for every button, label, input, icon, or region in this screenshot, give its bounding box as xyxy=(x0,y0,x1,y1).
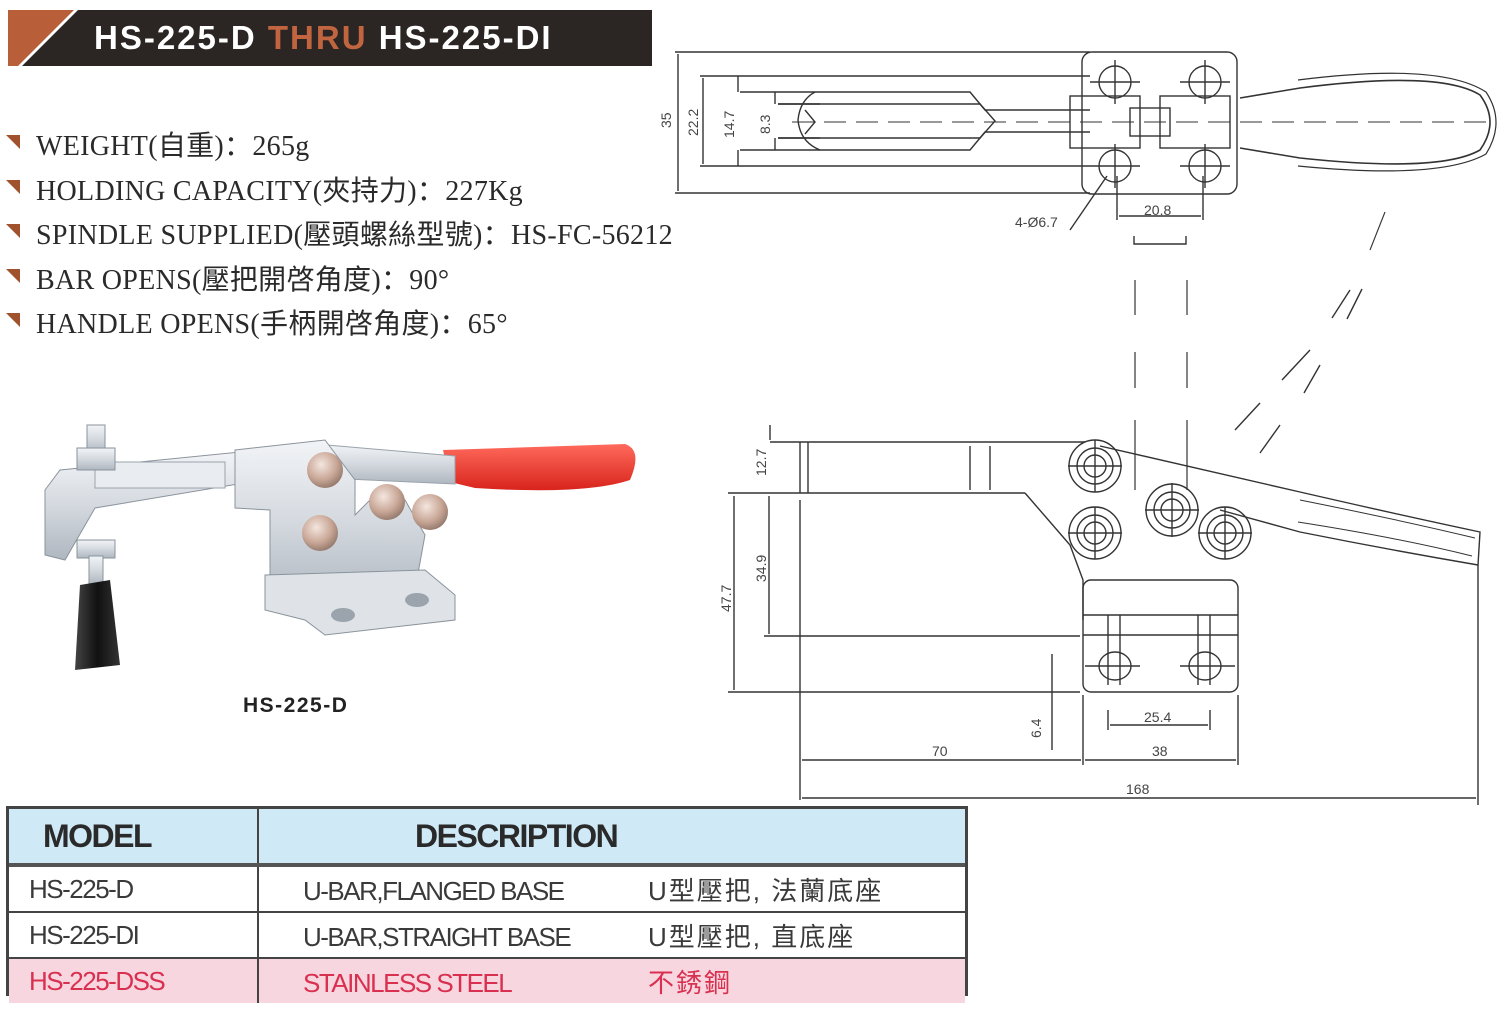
spec-label: HANDLE OPENS(手柄開啓角度)：65° xyxy=(36,309,508,341)
dim-base-thickness: 6.4 xyxy=(1028,718,1044,738)
description-zh: 不銹鋼 xyxy=(648,967,733,998)
dim-overall-height: 35 xyxy=(658,112,674,128)
spec-label: BAR OPENS(壓把開啓角度)：90° xyxy=(36,264,450,296)
triangle-bullet-icon xyxy=(6,268,20,283)
cell-description: U-BAR,FLANGED BASE U型壓把, 法蘭底座 xyxy=(258,865,965,913)
triangle-bullet-icon xyxy=(6,224,20,239)
dim-hole-pitch: 25.4 xyxy=(1144,709,1171,725)
description-en: STAINLESS STEEL xyxy=(303,967,513,998)
title-model-end: HS-225-DI xyxy=(367,19,553,56)
table-row-highlighted: HS-225-DSS STAINLESS STEEL 不銹鋼 xyxy=(9,958,965,1003)
spec-item-bar-opens: BAR OPENS(壓把開啓角度)：90° xyxy=(6,256,673,301)
spec-list: WEIGHT(自重)：265g HOLDING CAPACITY(夾持力)：22… xyxy=(6,122,673,345)
spec-item-handle-opens: HANDLE OPENS(手柄開啓角度)：65° xyxy=(6,300,673,345)
dim-bar-width: 22.2 xyxy=(685,109,701,136)
table-row: HS-225-DI U-BAR,STRAIGHT BASE U型壓把, 直底座 xyxy=(9,912,965,959)
spec-item-spindle: SPINDLE SUPPLIED(壓頭螺絲型號)：HS-FC-56212 xyxy=(6,211,673,256)
cell-model: HS-225-DI xyxy=(9,912,259,959)
triangle-bullet-icon xyxy=(6,313,20,328)
table-row: HS-225-D U-BAR,FLANGED BASE U型壓把, 法蘭底座 xyxy=(9,865,965,913)
title-thru: THRU xyxy=(267,19,368,56)
spec-label: HOLDING CAPACITY(夾持力)：227Kg xyxy=(36,175,523,207)
description-zh: U型壓把, 法蘭底座 xyxy=(648,875,884,906)
dim-hole-spacing: 20.8 xyxy=(1144,202,1171,218)
dim-holes: 4-Ø6.7 xyxy=(1015,214,1058,230)
dim-bar-height: 34.9 xyxy=(753,555,769,582)
dim-slot-outer: 14.7 xyxy=(721,111,737,138)
header-description: DESCRIPTION xyxy=(258,809,965,867)
dim-overall-height-side: 47.7 xyxy=(718,585,734,612)
spindle-rubber-tip xyxy=(75,580,120,670)
description-en: U-BAR,FLANGED BASE xyxy=(303,875,565,906)
title-banner: HS-225-D THRU HS-225-DI xyxy=(8,10,652,66)
spec-label: SPINDLE SUPPLIED(壓頭螺絲型號)：HS-FC-56212 xyxy=(36,220,673,252)
product-photo xyxy=(44,424,636,670)
title-model-start: HS-225-D xyxy=(94,19,268,56)
side-view-drawing: 12.7 34.9 47.7 6.4 25.4 70 38 168 xyxy=(718,420,1481,805)
page-title: HS-225-D THRU HS-225-DI xyxy=(94,18,553,58)
dim-base-length: 38 xyxy=(1152,743,1168,759)
description-zh: U型壓把, 直底座 xyxy=(648,921,856,952)
model-table: MODEL DESCRIPTION HS-225-D U-BAR,FLANGED… xyxy=(6,806,968,1003)
photo-caption: HS-225-D xyxy=(243,694,349,717)
triangle-bullet-icon xyxy=(6,135,20,150)
cell-model: HS-225-D xyxy=(9,865,259,913)
cell-description: U-BAR,STRAIGHT BASE U型壓把, 直底座 xyxy=(258,912,965,959)
spec-item-weight: WEIGHT(自重)：265g xyxy=(6,122,673,167)
cell-model: HS-225-DSS xyxy=(9,958,259,1003)
table-header-row: MODEL DESCRIPTION xyxy=(9,809,965,867)
cell-description: STAINLESS STEEL 不銹鋼 xyxy=(258,958,965,1003)
header-model: MODEL xyxy=(9,809,259,867)
dim-overall-length: 168 xyxy=(1126,781,1150,797)
dim-bar-thickness: 12.7 xyxy=(753,449,769,476)
banner-background xyxy=(8,10,652,66)
dim-bar-length: 70 xyxy=(932,743,948,759)
dim-slot-inner: 8.3 xyxy=(757,114,773,134)
top-view-drawing: 35 22.2 14.7 8.3 4-Ø6.7 20.8 xyxy=(658,51,1497,454)
spec-label: WEIGHT(自重)：265g xyxy=(36,131,310,163)
spec-item-holding-capacity: HOLDING CAPACITY(夾持力)：227Kg xyxy=(6,167,673,212)
triangle-bullet-icon xyxy=(6,179,20,194)
red-handle-grip xyxy=(443,444,636,491)
description-en: U-BAR,STRAIGHT BASE xyxy=(303,921,572,952)
